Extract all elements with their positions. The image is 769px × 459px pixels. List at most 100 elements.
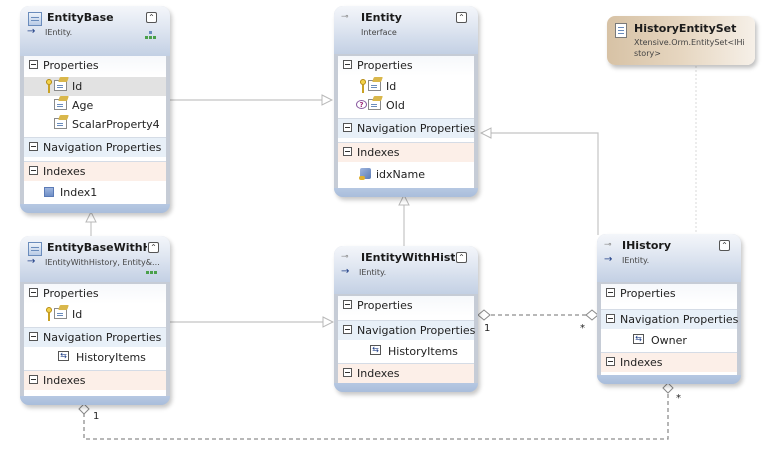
navigation-item[interactable]: ⇆ Owner <box>601 331 737 350</box>
collapse-section-icon[interactable] <box>29 288 38 297</box>
entity-footer <box>334 383 478 392</box>
property-item[interactable]: Age <box>24 96 166 115</box>
collapse-section-icon[interactable] <box>343 147 352 156</box>
entity-base-type: IEntity. <box>622 256 650 265</box>
navigation-section[interactable]: Navigation Properties <box>24 327 166 347</box>
interface-icon: ⊸ <box>341 252 349 262</box>
inherits-arrow-icon: → <box>604 254 613 265</box>
collapse-icon[interactable]: ⌃ <box>146 12 157 23</box>
property-item[interactable]: ? OId <box>338 96 474 115</box>
collapse-section-icon[interactable] <box>29 375 38 384</box>
property-item[interactable]: Id <box>24 305 166 324</box>
key-icon <box>360 79 366 93</box>
entity-entitybasewithhist[interactable]: EntityBaseWithHist → IEntityWithHistory,… <box>20 236 170 405</box>
collapse-section-icon[interactable] <box>343 60 352 69</box>
inherits-arrow-icon: → <box>341 266 350 277</box>
entity-footer <box>20 204 170 213</box>
entity-class-icon <box>28 12 42 26</box>
inherits-arrow-icon: → <box>27 256 36 267</box>
association-diamond <box>477 309 491 321</box>
entity-body: Properties Id ? OId Navigation Propertie… <box>338 56 475 189</box>
entity-kind: Interface <box>361 28 397 37</box>
multiplicity-label: * <box>580 323 585 334</box>
hierarchy-icon <box>145 31 157 39</box>
indexes-section[interactable]: Indexes <box>601 352 737 372</box>
property-icon <box>368 99 381 110</box>
entity-title: EntityBaseWithHist <box>47 241 147 254</box>
multiplicity-label: 1 <box>93 411 100 422</box>
entity-set-type-cont: story> <box>634 49 661 58</box>
collapse-section-icon[interactable] <box>343 368 352 377</box>
index-item[interactable]: idxName <box>338 165 474 184</box>
collapse-section-icon[interactable] <box>29 60 38 69</box>
association-diamond <box>662 382 674 394</box>
indexes-section[interactable]: Indexes <box>24 370 166 390</box>
collapse-section-icon[interactable] <box>606 288 615 297</box>
key-icon <box>46 307 52 321</box>
entity-ientity[interactable]: ⊸ IEntity Interface ⌃ Properties Id ? OI… <box>334 6 478 197</box>
property-icon <box>54 99 67 110</box>
entity-base-type: IEntity. <box>45 28 73 37</box>
entity-header[interactable]: EntityBase → IEntity. ⌃ <box>20 6 170 56</box>
entity-set-historyentityset[interactable]: HistoryEntitySet Xtensive.Orm.EntitySet<… <box>607 16 755 65</box>
entity-header[interactable]: ⊸ IEntity Interface ⌃ <box>334 6 478 54</box>
collapse-section-icon[interactable] <box>343 325 352 334</box>
navigation-section[interactable]: Navigation Properties <box>601 309 738 329</box>
collapse-section-icon[interactable] <box>29 166 38 175</box>
navigation-section[interactable]: Navigation Properties <box>338 118 475 138</box>
collapse-icon[interactable]: ⌃ <box>456 252 467 263</box>
entity-header[interactable]: ⊸ IHistory → IEntity. ⌃ <box>597 234 741 282</box>
multiplicity-label: * <box>676 393 681 404</box>
collapse-icon[interactable]: ⌃ <box>148 242 159 253</box>
collapse-icon[interactable]: ⌃ <box>456 12 467 23</box>
indexes-section[interactable]: Indexes <box>24 161 166 181</box>
interface-icon: ⊸ <box>341 12 349 22</box>
collapse-icon[interactable]: ⌃ <box>719 240 730 251</box>
navigation-item[interactable]: ⇆ HistoryItems <box>24 348 166 367</box>
inheritance-line <box>482 133 599 235</box>
properties-section[interactable]: Properties <box>601 284 737 304</box>
navigation-section[interactable]: Navigation Properties <box>24 137 166 157</box>
properties-section[interactable]: Properties <box>24 284 166 304</box>
collapse-section-icon[interactable] <box>343 123 352 132</box>
entity-title: IHistory <box>622 239 672 252</box>
property-icon <box>54 308 67 319</box>
property-item[interactable]: ScalarProperty4 <box>24 115 166 134</box>
index-item[interactable]: Index1 <box>24 183 166 202</box>
entity-base-type: IEntityWithHistory, Entity&... <box>45 258 160 267</box>
index-icon <box>44 187 54 197</box>
property-item[interactable]: Id <box>338 77 474 96</box>
navigation-property-icon: ⇆ <box>633 334 644 344</box>
inherits-arrow-icon: → <box>27 26 36 37</box>
collapse-section-icon[interactable] <box>29 332 38 341</box>
key-icon <box>46 79 52 93</box>
navigation-property-icon: ⇆ <box>58 351 69 361</box>
collapse-section-icon[interactable] <box>606 314 615 323</box>
navigation-property-icon: ⇆ <box>370 345 381 355</box>
hierarchy-icon <box>146 266 158 274</box>
index-key-icon <box>359 168 371 180</box>
entity-body: Properties Navigation Properties ⇆ Histo… <box>338 296 475 384</box>
entity-title: IEntityWithHistory <box>361 251 455 264</box>
properties-section[interactable]: Properties <box>24 56 166 76</box>
association-diamond <box>78 403 90 415</box>
properties-section[interactable]: Properties <box>338 56 474 76</box>
property-item[interactable]: Id <box>24 77 166 96</box>
entity-set-type: Xtensive.Orm.EntitySet<IHi <box>634 38 745 47</box>
navigation-section[interactable]: Navigation Properties <box>338 320 475 340</box>
entity-ientitywithhistory[interactable]: ⊸ IEntityWithHistory → IEntity. ⌃ Proper… <box>334 246 478 392</box>
collapse-section-icon[interactable] <box>343 300 352 309</box>
indexes-section[interactable]: Indexes <box>338 363 474 383</box>
collapse-section-icon[interactable] <box>606 357 615 366</box>
properties-section[interactable]: Properties <box>338 296 474 316</box>
property-icon <box>54 118 67 129</box>
entity-set-title: HistoryEntitySet <box>634 22 737 35</box>
indexes-section[interactable]: Indexes <box>338 142 474 162</box>
navigation-item[interactable]: ⇆ HistoryItems <box>338 342 474 361</box>
collapse-section-icon[interactable] <box>29 142 38 151</box>
entity-ihistory[interactable]: ⊸ IHistory → IEntity. ⌃ Properties Navig… <box>597 234 741 384</box>
entity-entitybase[interactable]: EntityBase → IEntity. ⌃ Properties Id Ag… <box>20 6 170 213</box>
entity-header[interactable]: ⊸ IEntityWithHistory → IEntity. ⌃ <box>334 246 478 294</box>
entity-header[interactable]: EntityBaseWithHist → IEntityWithHistory,… <box>20 236 170 282</box>
